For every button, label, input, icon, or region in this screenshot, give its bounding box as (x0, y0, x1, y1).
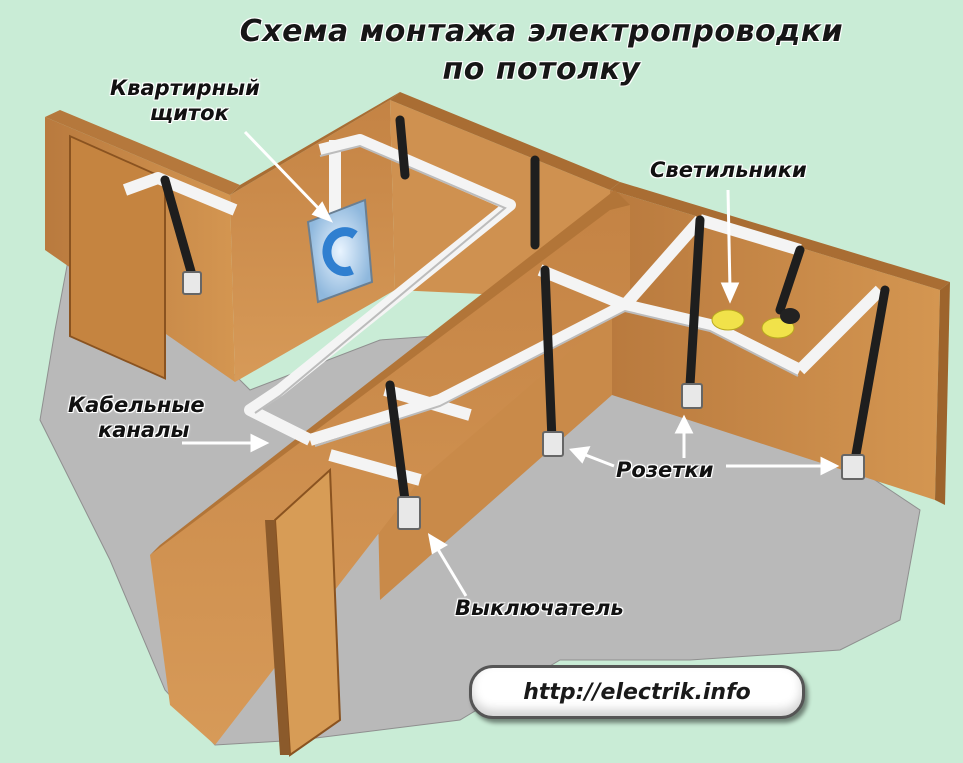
label-panel: Квартирный щиток (110, 76, 260, 126)
label-sockets: Розетки (616, 458, 714, 482)
label-panel-line2: щиток (150, 101, 229, 125)
panel-logo-icon (322, 227, 358, 277)
label-cable-channels: Кабельные каналы (68, 393, 205, 443)
switch-icon (397, 496, 421, 530)
diagram-title-line2: по потолку (442, 52, 641, 87)
outlets (182, 271, 865, 530)
label-cable-channels-line2: каналы (98, 418, 190, 442)
socket-icon (542, 431, 564, 457)
socket-icon (681, 383, 703, 409)
left-door (69, 134, 166, 380)
label-lights: Светильники (650, 158, 807, 182)
socket-icon (182, 271, 202, 295)
label-switch: Выключатель (455, 596, 624, 620)
diagram-title-line1: Схема монтажа электропроводки (239, 14, 844, 49)
ceiling-lamps (711, 308, 800, 339)
socket-icon (841, 454, 865, 480)
wire-drops (160, 115, 890, 505)
website-url-badge[interactable]: http://electrik.info (469, 665, 805, 719)
annotation-arrows (182, 130, 840, 597)
lamp-icon (711, 309, 745, 331)
label-panel-line1: Квартирный (110, 76, 260, 100)
label-cable-channels-line1: Кабельные (68, 393, 205, 417)
apartment-panel (306, 198, 374, 304)
